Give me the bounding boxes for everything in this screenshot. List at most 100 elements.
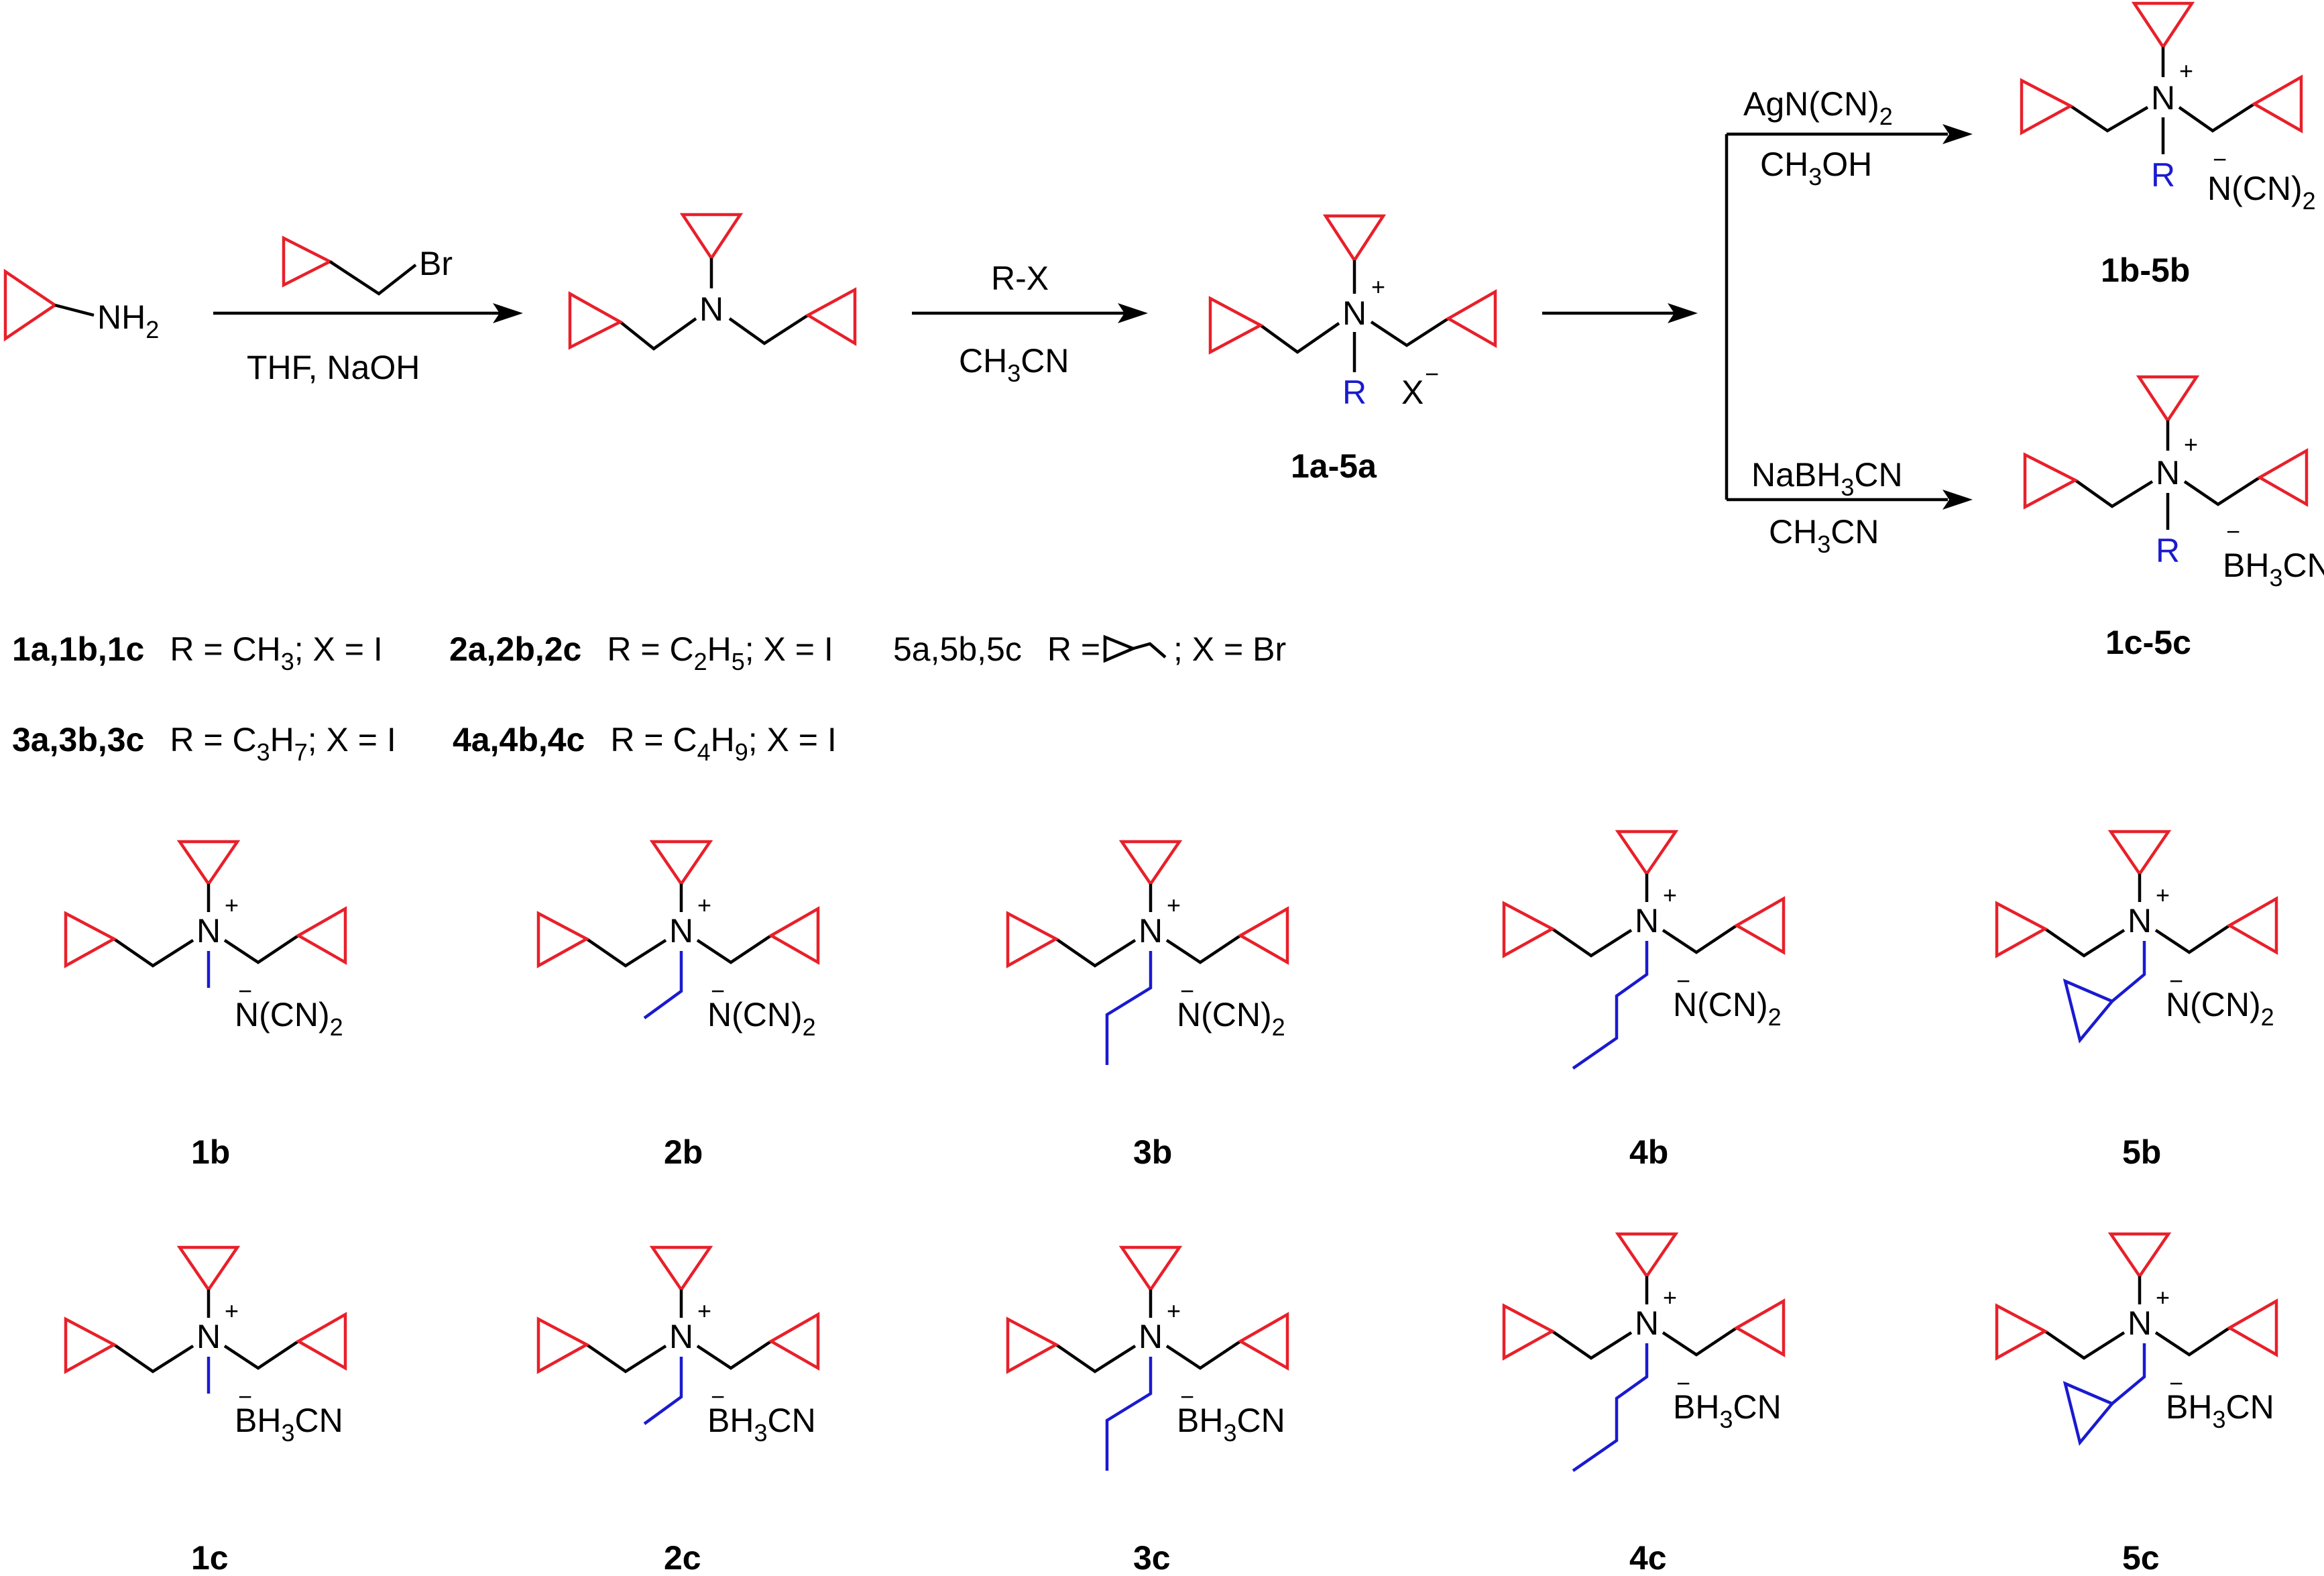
product-1b: N+−N(CN)21b [64, 840, 347, 1171]
cyclopropane-ring [2131, 1, 2195, 50]
intermediate-1a-5a: N + R X − 1a-5a [1208, 214, 1497, 485]
solvent-methanol: CH3OH [1760, 146, 1872, 190]
anion-cyanoborohydride: BH3CN [707, 1402, 816, 1447]
step2-solvent: CH3CN [959, 342, 1069, 387]
anion-cyanoborohydride: BH3CN [1673, 1388, 1782, 1433]
cyclopropane-ring [2107, 1232, 2172, 1279]
cyclopropane-ring [2020, 78, 2074, 135]
n-atom: N [2128, 1304, 2152, 1342]
cyclopropane-ring [679, 213, 744, 262]
anion-cyanoborohydride: BH3CN [2166, 1388, 2274, 1433]
n-atom: N [196, 1318, 221, 1355]
anion-dicyanamide: N(CN)2 [2166, 986, 2274, 1031]
r-chain [1572, 941, 1649, 1070]
anion-cyanoborohydride: BH3CN [1177, 1402, 1285, 1447]
bond [1259, 322, 1340, 354]
cyclopropane-ring [3, 268, 58, 342]
cyclopropane-ring [2256, 448, 2309, 507]
bond [1370, 317, 1450, 347]
r-chain [1572, 1343, 1649, 1472]
cyclopropane-ring [1995, 901, 2048, 958]
r-chain [1105, 1357, 1153, 1471]
cyclopropane-ring [176, 1245, 241, 1292]
product-3b: N+−N(CN)23b [1006, 840, 1289, 1171]
bond [1662, 924, 1738, 954]
cyclopropane-ring [1237, 906, 1289, 965]
anion-dicyanamide: N(CN)2 [1673, 986, 1782, 1031]
n-charge: + [1167, 891, 1181, 919]
bond [2074, 479, 2154, 508]
product-2b: N+−N(CN)22b [536, 840, 820, 1171]
cyclopropane-ring [2226, 1298, 2278, 1357]
cyclopropane-ring [295, 1312, 347, 1371]
compound-label: 2c [664, 1539, 701, 1576]
step1-conditions: THF, NaOH [247, 349, 420, 386]
bond [696, 934, 772, 964]
intermediate-label: 1a-5a [1291, 447, 1377, 485]
n-charge: + [1371, 273, 1385, 300]
bond [1055, 938, 1137, 968]
compound-label: 2b [664, 1133, 703, 1171]
cyclopropane-ring [1502, 901, 1556, 958]
compound-label: 3c [1133, 1539, 1171, 1576]
cyclopropane-ring [1118, 840, 1183, 887]
cyclopropane-ring [282, 235, 333, 288]
anion-charge: − [1180, 1383, 1194, 1410]
cyclopropane-ring [768, 906, 820, 965]
step1-arrow: Br THF, NaOH [213, 235, 523, 386]
bond [54, 303, 95, 317]
reagent-br: Br [419, 245, 453, 282]
cyclopropane-ring [2107, 830, 2172, 877]
cyclopropane-ring [1006, 911, 1059, 968]
cyclopropane-ring [768, 1312, 820, 1371]
counter-ion: X [1401, 374, 1424, 411]
cyclopropylmethyl-glyph [1103, 634, 1167, 663]
compound-label: 4c [1629, 1539, 1667, 1576]
bond [1165, 934, 1242, 964]
legend-entry-5-x: ; X = Br [1173, 630, 1286, 668]
n-charge: + [2179, 57, 2193, 85]
n-charge: + [2156, 881, 2170, 909]
cyclopropylamine: NH2 [3, 268, 159, 343]
anion-charge: − [2169, 1369, 2183, 1397]
cyclopropane-ring [2251, 74, 2303, 133]
cyclopropane-ring [2226, 896, 2278, 955]
anion-charge: − [2213, 146, 2227, 173]
cyclopropane-ring [1502, 1303, 1556, 1361]
bond [223, 934, 300, 964]
anion-dicyanamide: N(CN)2 [235, 996, 343, 1041]
compound-label: 5c [2122, 1539, 2160, 1576]
cyclopropane-ring [568, 291, 624, 350]
bond [696, 1340, 772, 1370]
anion-charge: − [238, 977, 252, 1005]
anion-charge: − [1676, 967, 1690, 995]
cyclopropane-ring [1733, 1298, 1786, 1357]
cyclopropane-ring [64, 1316, 117, 1374]
anion-charge: − [2226, 518, 2240, 545]
bond [223, 1340, 300, 1370]
bond [113, 1343, 194, 1373]
anion-dicyanamide: N(CN)2 [707, 996, 816, 1041]
cyclopropane-ring [805, 287, 857, 346]
n-atom: N [1139, 912, 1163, 950]
cyclopropane-ring [64, 911, 117, 968]
r-chain [643, 951, 683, 1019]
n-atom: N [1342, 294, 1367, 332]
cyclopropane-ring [295, 906, 347, 965]
solvent-acetonitrile: CH3CN [1769, 513, 1879, 558]
cyclopropane-ring [2136, 375, 2200, 424]
cyclopropane-ring [1615, 830, 1679, 877]
bond [1055, 1343, 1137, 1373]
cyclopropane-ring [1322, 214, 1387, 264]
cyclopropane-ring [536, 1316, 590, 1374]
cyclopropyl-r-ring [2062, 1381, 2115, 1446]
n-charge: + [1663, 881, 1677, 909]
branch-arrows: AgN(CN)2 CH3OH NaBH3CN CH3CN [1542, 85, 1973, 558]
bond [2069, 105, 2149, 133]
cyclopropane-ring [1208, 296, 1264, 355]
